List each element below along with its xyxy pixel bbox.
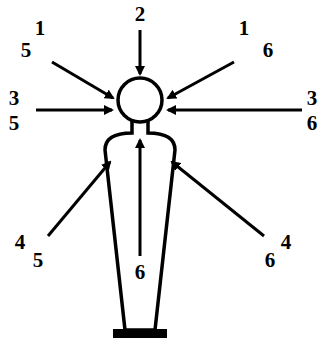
arrow	[52, 62, 113, 98]
arrow	[172, 162, 264, 236]
arrow	[36, 109, 112, 112]
callout-number: 1	[239, 18, 250, 39]
callout-number: 2	[135, 4, 146, 25]
arrow	[139, 30, 142, 74]
arrow	[168, 109, 302, 112]
callout-number: 3	[307, 88, 318, 109]
callout-number: 6	[263, 40, 274, 61]
body-outline	[105, 120, 175, 330]
callout-number: 4	[281, 232, 292, 253]
callout-number: 4	[15, 232, 26, 253]
callout-number: 6	[307, 113, 318, 134]
callout-number: 6	[265, 250, 276, 271]
arrow	[139, 140, 142, 256]
head-outline	[118, 78, 162, 122]
callout-number: 1	[35, 18, 46, 39]
base-bar	[113, 329, 167, 338]
callout-number: 5	[33, 250, 44, 271]
callout-number: 3	[9, 88, 20, 109]
arrow	[48, 162, 110, 236]
arrow	[168, 62, 234, 98]
callout-number: 5	[21, 40, 32, 61]
callout-number: 5	[9, 113, 20, 134]
callout-number: 6	[135, 262, 146, 283]
